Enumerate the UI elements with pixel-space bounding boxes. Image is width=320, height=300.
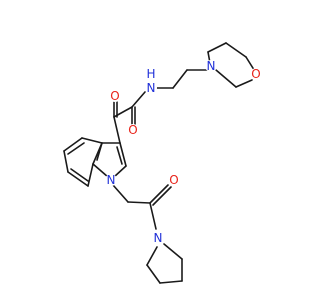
bond	[92, 163, 109, 178]
atom-label: N	[154, 231, 163, 245]
bond	[152, 186, 172, 206]
atom-label: O	[110, 89, 119, 103]
atom-nh-amide: N H	[145, 67, 157, 95]
atom-o-amide: O	[127, 123, 139, 137]
atom-o-ketone: O	[109, 89, 121, 103]
atom-label-hydrogen: H	[146, 67, 155, 81]
atom-labels: O N N H O O N O N	[105, 59, 262, 245]
bond	[225, 42, 247, 58]
bond	[146, 246, 158, 266]
bond	[87, 163, 94, 187]
atom-n-morpholine: N	[205, 59, 217, 73]
molecule-structure: O N N H O O N O N	[63, 42, 262, 284]
bond	[63, 137, 83, 152]
bond	[81, 137, 103, 144]
bond	[215, 69, 237, 88]
bond	[113, 165, 127, 178]
bond	[159, 280, 183, 284]
bond	[113, 116, 121, 144]
bond	[149, 202, 157, 230]
bond	[67, 142, 85, 155]
atom-n-pyrrolidine: N	[152, 231, 164, 245]
bond	[116, 146, 123, 165]
bond	[172, 69, 188, 89]
bond	[235, 79, 253, 88]
bond	[70, 168, 89, 182]
bond	[163, 243, 183, 260]
atom-label: N	[107, 173, 116, 187]
bond	[119, 142, 127, 167]
bond	[63, 150, 69, 173]
atom-label: O	[251, 67, 260, 81]
bond	[67, 171, 89, 187]
atom-n-indole: N	[105, 173, 117, 187]
bond	[149, 184, 169, 204]
bond	[131, 91, 146, 108]
atom-o-morpholine: O	[250, 67, 262, 81]
bond	[112, 184, 129, 203]
atom-o-acyl: O	[168, 173, 180, 187]
atom-label: N	[207, 59, 216, 73]
bond	[127, 201, 151, 204]
atom-label: N	[147, 81, 156, 95]
bond	[96, 142, 103, 161]
bond	[146, 264, 161, 284]
atom-label: O	[169, 173, 178, 187]
bond	[207, 42, 227, 53]
atom-label: O	[128, 123, 137, 137]
bonds	[63, 42, 257, 284]
